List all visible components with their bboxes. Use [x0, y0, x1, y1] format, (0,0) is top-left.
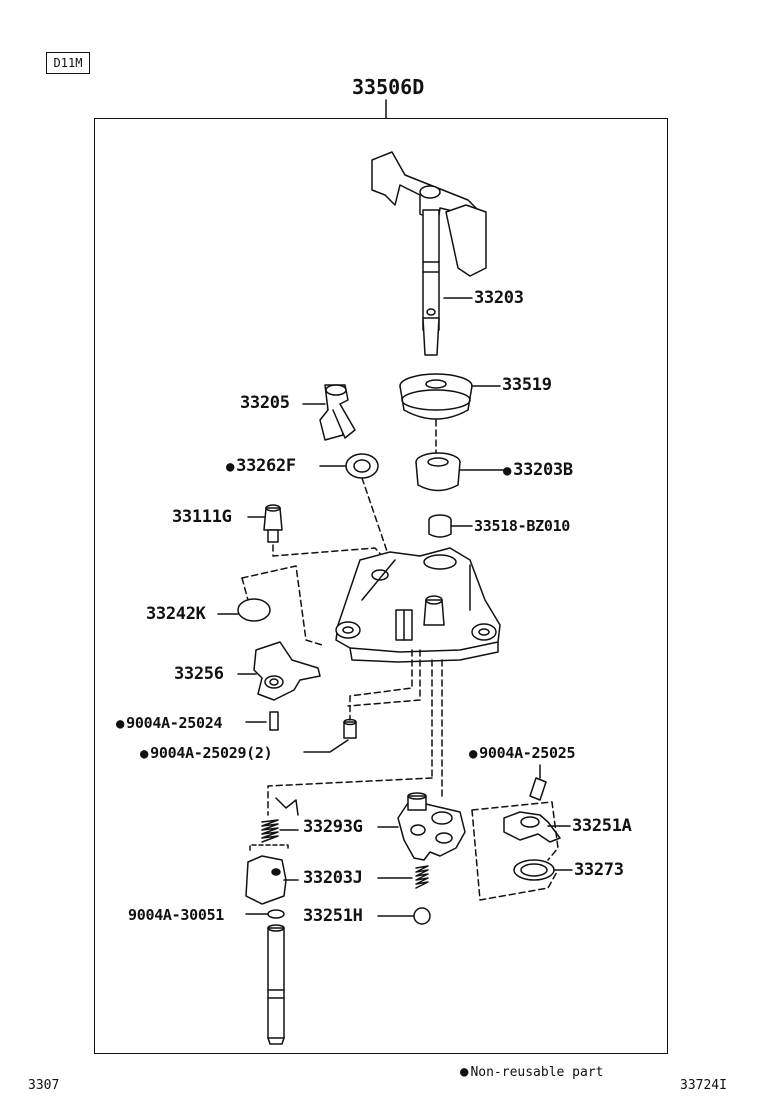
bearing-33262F	[319, 453, 379, 479]
o-ring-30051	[245, 909, 285, 919]
pin-25025	[529, 764, 547, 801]
label-33203J: 33203J	[303, 868, 363, 888]
label-33111G: 33111G	[172, 507, 232, 527]
footer-left-code: 3307	[28, 1078, 60, 1093]
bushing-33518	[428, 514, 473, 538]
cap-33242K	[217, 598, 271, 622]
label-33203B: 33203B	[503, 460, 573, 480]
ring-33273	[513, 859, 573, 881]
detent-33251A	[503, 811, 571, 843]
label-9004A-25025: 9004A-25025	[469, 744, 575, 762]
label-33205: 33205	[240, 393, 290, 413]
label-9004A-25029: 9004A-25029(2)	[140, 744, 273, 762]
label-33256: 33256	[174, 664, 224, 684]
housing	[335, 547, 501, 663]
label-33242K: 33242K	[146, 604, 206, 624]
seal-33203B	[415, 452, 506, 492]
pin-25024	[269, 711, 279, 731]
label-33518: 33518-BZ010	[474, 517, 571, 535]
label-9004A-25024: 9004A-25024	[116, 714, 222, 732]
shaft-33205	[302, 384, 356, 441]
label-33519: 33519	[502, 375, 552, 395]
footer-right-code: 33724I	[680, 1078, 727, 1093]
assembly-number: 33506D	[352, 75, 425, 99]
ball-33251H	[377, 907, 431, 925]
label-33251H: 33251H	[303, 906, 363, 926]
label-33273: 33273	[574, 860, 624, 880]
legend-non-reusable: Non-reusable part	[460, 1064, 603, 1080]
label-33293G: 33293G	[303, 817, 363, 837]
plug-33111G	[247, 504, 283, 543]
label-33251A: 33251A	[572, 816, 632, 836]
shift-lever-33203	[371, 151, 487, 356]
plate-33293G	[377, 792, 466, 861]
rod	[267, 924, 285, 1045]
lever-33256	[237, 641, 321, 701]
spring-left	[261, 819, 299, 843]
label-33203: 33203	[474, 288, 524, 308]
label-9004A-30051: 9004A-30051	[128, 906, 225, 924]
pin-25029	[303, 718, 357, 753]
spring-33203J	[377, 865, 429, 889]
diagram-code-box: D11M	[46, 52, 90, 74]
boot-33519	[399, 373, 501, 420]
assembly-frame	[94, 118, 668, 1054]
detent-block	[245, 855, 299, 905]
label-33262F: 33262F	[226, 456, 296, 476]
